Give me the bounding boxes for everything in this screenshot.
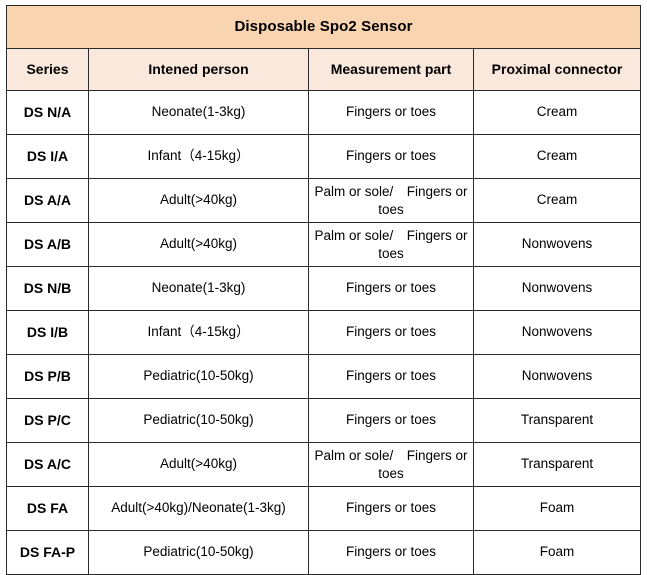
cell-intened-person: Infant（4-15kg）: [88, 134, 309, 179]
cell-proximal-connector: Cream: [472, 134, 642, 179]
cell-measurement-part: Palm or sole/ Fingers or toes: [308, 442, 474, 487]
spo2-sensor-spec-table: Disposable Spo2 Sensor Series Intened pe…: [5, 5, 642, 575]
cell-series: DS I/A: [6, 134, 89, 179]
cell-series: DS A/A: [6, 178, 89, 223]
cell-intened-person: Adult(>40kg): [88, 442, 309, 487]
cell-intened-person: Neonate(1-3kg): [88, 90, 309, 135]
cell-proximal-connector: Transparent: [472, 442, 642, 487]
cell-measurement-part: Fingers or toes: [308, 398, 474, 443]
table-row: DS I/A Infant（4-15kg） Fingers or toes Cr…: [6, 134, 642, 179]
cell-proximal-connector: Transparent: [472, 398, 642, 443]
table-title-row: Disposable Spo2 Sensor: [5, 5, 642, 49]
table-row: DS N/A Neonate(1-3kg) Fingers or toes Cr…: [6, 90, 642, 135]
cell-intened-person: Adult(>40kg)/Neonate(1-3kg): [88, 486, 309, 531]
table-row: DS FA Adult(>40kg)/Neonate(1-3kg) Finger…: [6, 486, 642, 531]
table-title: Disposable Spo2 Sensor: [5, 5, 642, 49]
cell-proximal-connector: Foam: [472, 530, 642, 575]
cell-intened-person: Infant（4-15kg）: [88, 310, 309, 355]
cell-proximal-connector: Cream: [472, 178, 642, 223]
table-row: DS FA-P Pediatric(10-50kg) Fingers or to…: [6, 530, 642, 575]
cell-measurement-part: Fingers or toes: [308, 90, 474, 135]
cell-measurement-part: Fingers or toes: [308, 530, 474, 575]
cell-intened-person: Pediatric(10-50kg): [88, 530, 309, 575]
cell-series: DS A/B: [6, 222, 89, 267]
column-header-proximal-connector: Proximal connector: [472, 48, 642, 91]
cell-series: DS FA-P: [6, 530, 89, 575]
cell-intened-person: Adult(>40kg): [88, 178, 309, 223]
column-header-intened-person: Intened person: [88, 48, 309, 91]
cell-measurement-part: Fingers or toes: [308, 354, 474, 399]
cell-series: DS P/B: [6, 354, 89, 399]
cell-proximal-connector: Nonwovens: [472, 354, 642, 399]
cell-proximal-connector: Nonwovens: [472, 266, 642, 311]
cell-series: DS P/C: [6, 398, 89, 443]
cell-series: DS N/A: [6, 90, 89, 135]
cell-intened-person: Pediatric(10-50kg): [88, 398, 309, 443]
table-row: DS I/B Infant（4-15kg） Fingers or toes No…: [6, 310, 642, 355]
cell-measurement-part: Palm or sole/ Fingers or toes: [308, 178, 474, 223]
cell-proximal-connector: Cream: [472, 90, 642, 135]
cell-series: DS A/C: [6, 442, 89, 487]
table-head: Disposable Spo2 Sensor Series Intened pe…: [5, 5, 642, 91]
cell-measurement-part: Fingers or toes: [308, 486, 474, 531]
table-row: DS A/B Adult(>40kg) Palm or sole/ Finger…: [6, 222, 642, 267]
cell-series: DS FA: [6, 486, 89, 531]
column-header-series: Series: [6, 48, 89, 91]
table-row: DS N/B Neonate(1-3kg) Fingers or toes No…: [6, 266, 642, 311]
cell-measurement-part: Fingers or toes: [308, 266, 474, 311]
cell-intened-person: Neonate(1-3kg): [88, 266, 309, 311]
cell-series: DS I/B: [6, 310, 89, 355]
table-row: DS A/A Adult(>40kg) Palm or sole/ Finger…: [6, 178, 642, 223]
cell-proximal-connector: Foam: [472, 486, 642, 531]
cell-intened-person: Adult(>40kg): [88, 222, 309, 267]
cell-intened-person: Pediatric(10-50kg): [88, 354, 309, 399]
cell-measurement-part: Palm or sole/ Fingers or toes: [308, 222, 474, 267]
table-sheet: Disposable Spo2 Sensor Series Intened pe…: [5, 5, 642, 575]
table-header-row: Series Intened person Measurement part P…: [6, 48, 642, 91]
table-row: DS A/C Adult(>40kg) Palm or sole/ Finger…: [6, 442, 642, 487]
column-header-measurement-part: Measurement part: [308, 48, 474, 91]
table-row: DS P/C Pediatric(10-50kg) Fingers or toe…: [6, 398, 642, 443]
cell-measurement-part: Fingers or toes: [308, 310, 474, 355]
table-body: DS N/A Neonate(1-3kg) Fingers or toes Cr…: [6, 90, 642, 575]
cell-proximal-connector: Nonwovens: [472, 222, 642, 267]
cell-proximal-connector: Nonwovens: [472, 310, 642, 355]
table-row: DS P/B Pediatric(10-50kg) Fingers or toe…: [6, 354, 642, 399]
cell-measurement-part: Fingers or toes: [308, 134, 474, 179]
cell-series: DS N/B: [6, 266, 89, 311]
